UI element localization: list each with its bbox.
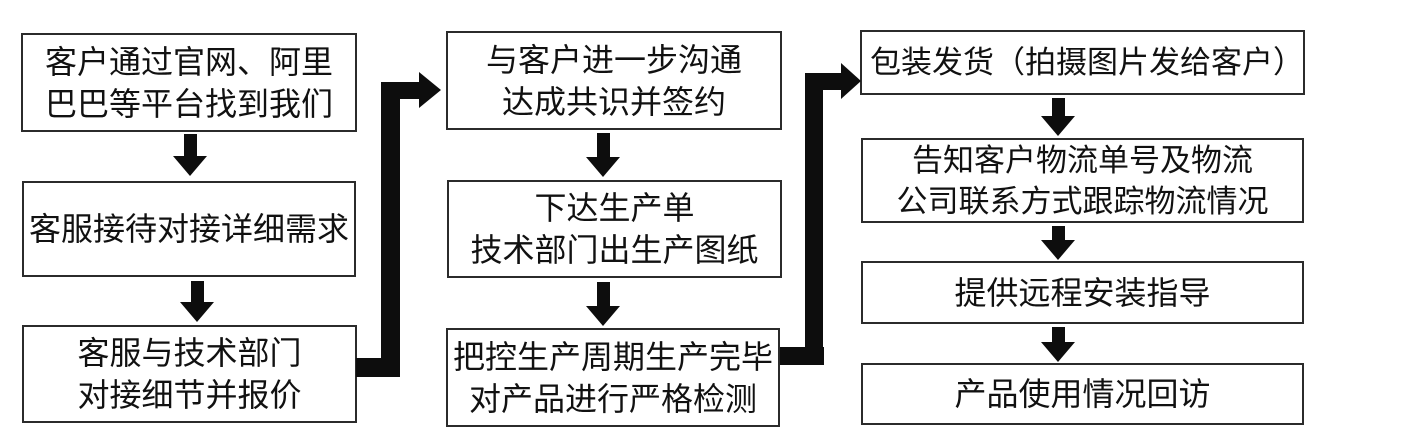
flow-step-logistics-info: 告知客户物流单号及物流 公司联系方式跟踪物流情况 <box>861 138 1304 223</box>
step-text-line: 技术部门出生产图纸 <box>470 232 759 268</box>
elbow-connector-col2-col3 <box>805 73 841 90</box>
flow-step-production-order: 下达生产单 技术部门出生产图纸 <box>447 180 782 278</box>
flow-step-quality-check: 把控生产周期生产完毕 对产品进行严格检测 <box>446 328 780 427</box>
elbow-connector-col1-col2 <box>381 82 419 99</box>
step-text-line: 下达生产单 <box>534 190 695 226</box>
step-text-line: 客服与技术部门 <box>77 335 302 371</box>
elbow-connector-col1-col2 <box>381 82 400 377</box>
down-arrow-icon <box>1041 226 1075 260</box>
step-text-line: 客服接待对接详细需求 <box>28 211 349 247</box>
flow-step-find-us: 客户通过官网、阿里 巴巴等平台找到我们 <box>21 33 357 132</box>
flow-step-quote: 客服与技术部门 对接细节并报价 <box>22 325 357 423</box>
down-arrow-icon <box>586 133 620 177</box>
down-arrow-icon <box>1041 98 1075 136</box>
flow-step-follow-up: 产品使用情况回访 <box>861 363 1304 425</box>
step-text-line: 提供远程安装指导 <box>954 274 1211 311</box>
step-text-line: 告知客户物流单号及物流 <box>912 142 1253 178</box>
step-text-line: 达成共识并签约 <box>501 83 726 120</box>
down-arrow-icon <box>586 282 620 326</box>
flow-step-sign-contract: 与客户进一步沟通 达成共识并签约 <box>446 31 782 130</box>
right-arrowhead-icon <box>419 72 441 108</box>
flow-step-pack-ship: 包装发货（拍摄图片发给客户） <box>860 30 1305 95</box>
down-arrow-icon <box>173 134 207 176</box>
step-text-line: 包装发货（拍摄图片发给客户） <box>870 44 1304 80</box>
step-text-line: 与客户进一步沟通 <box>485 41 742 78</box>
flow-step-remote-install-guide: 提供远程安装指导 <box>861 261 1304 324</box>
step-text-line: 对接细节并报价 <box>77 377 302 413</box>
step-text-line: 对产品进行严格检测 <box>468 380 757 417</box>
step-text-line: 公司联系方式跟踪物流情况 <box>896 183 1269 219</box>
flow-step-service-reception: 客服接待对接详细需求 <box>22 181 356 277</box>
down-arrow-icon <box>180 281 214 322</box>
right-arrowhead-icon <box>841 63 861 99</box>
step-text-line: 产品使用情况回访 <box>954 376 1211 412</box>
elbow-connector-col2-col3 <box>805 73 823 365</box>
step-text-line: 巴巴等平台找到我们 <box>44 85 333 122</box>
step-text-line: 把控生产周期生产完毕 <box>452 338 773 375</box>
step-text-line: 客户通过官网、阿里 <box>44 43 333 80</box>
down-arrow-icon <box>1041 327 1075 362</box>
